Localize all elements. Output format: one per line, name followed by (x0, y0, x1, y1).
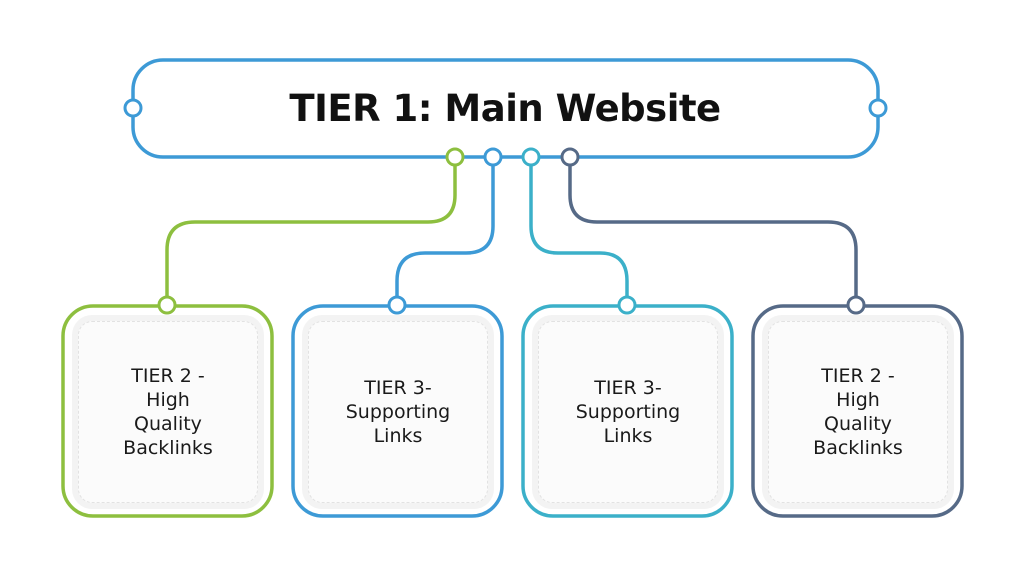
tier-label: TIER 3- Supporting Links (575, 377, 681, 447)
tier1-right-node (868, 98, 888, 118)
connector-green (165, 157, 457, 305)
connector-blue (395, 157, 495, 305)
node-teal-top (521, 147, 541, 167)
node-teal-bottom (617, 295, 637, 315)
node-slate-top (560, 147, 580, 167)
tier-label: TIER 2 - High Quality Backlinks (123, 365, 213, 459)
node-green-bottom (157, 295, 177, 315)
node-slate-bottom (846, 295, 866, 315)
tier-box-tier2-right: TIER 2 - High Quality Backlinks (768, 321, 948, 503)
tier-box-tier3-left: TIER 3- Supporting Links (308, 321, 488, 503)
node-green-top (445, 147, 465, 167)
connector-teal (529, 157, 629, 305)
node-blue-top (483, 147, 503, 167)
tier-label: TIER 2 - High Quality Backlinks (813, 365, 903, 459)
node-blue-bottom (387, 295, 407, 315)
tier1-title: TIER 1: Main Website (289, 86, 721, 130)
tier1-left-node (123, 98, 143, 118)
tier-label: TIER 3- Supporting Links (345, 377, 451, 447)
tier-box-tier3-right: TIER 3- Supporting Links (538, 321, 718, 503)
tier-box-tier2-left: TIER 2 - High Quality Backlinks (78, 321, 258, 503)
connector-slate (568, 157, 858, 305)
